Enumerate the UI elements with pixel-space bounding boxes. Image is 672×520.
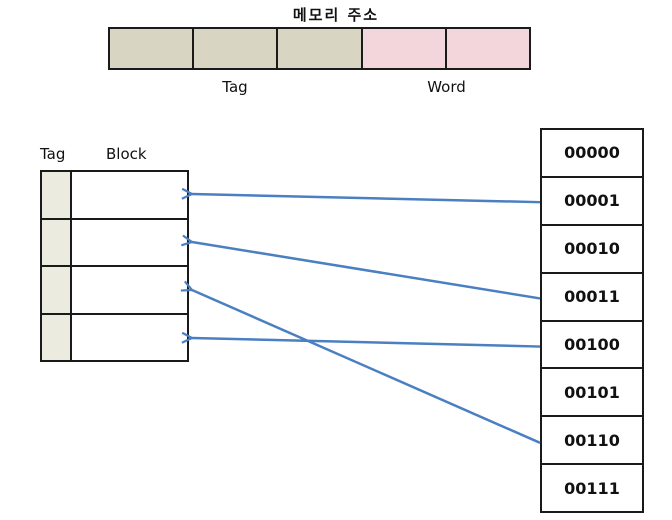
cache-line-block (72, 220, 187, 266)
tag-field-cell (194, 29, 279, 68)
cache-line-block (72, 172, 187, 218)
memory-address-row: 00111 (564, 478, 620, 498)
memory-address-row: 00100 (542, 322, 642, 370)
memory-address-row: 00110 (542, 417, 642, 466)
cache-line-tag (42, 172, 72, 218)
memory-address-bar (108, 27, 531, 70)
cache-table (40, 170, 189, 362)
cache-line (42, 267, 187, 315)
tag-field-cell (278, 29, 363, 68)
word-field-cell (362, 29, 447, 68)
cache-tag-header: Tag (40, 145, 66, 163)
tag-field-label: Tag (222, 78, 248, 96)
word-field-cell (446, 29, 530, 68)
tag-field-cell (110, 29, 195, 68)
mapping-arrow (192, 242, 541, 300)
memory-address-row: 00010 (542, 226, 642, 274)
cache-line-block (72, 267, 187, 313)
memory-address-row: 00000 (542, 130, 642, 178)
mapping-arrow (192, 194, 541, 204)
cache-line (42, 172, 187, 220)
cache-line-tag (42, 219, 72, 265)
mapping-arrow (192, 338, 541, 348)
cache-line (42, 314, 187, 361)
cache-line (42, 219, 187, 267)
word-field-label: Word (427, 78, 466, 96)
memory-address-row: 00001 (542, 178, 642, 226)
memory-address-row: 00101 (542, 369, 642, 418)
main-memory-table: 00000 00001 00010 00011 00100 00101 0011… (540, 128, 644, 513)
memory-address-row: 00011 (542, 274, 642, 322)
cache-line-tag (42, 314, 72, 360)
cache-block-header: Block (106, 145, 147, 163)
memory-address-title: 메모리 주소 (292, 6, 380, 24)
cache-line-block (72, 315, 187, 361)
cache-line-tag (42, 267, 72, 313)
mapping-arrow (192, 290, 541, 444)
